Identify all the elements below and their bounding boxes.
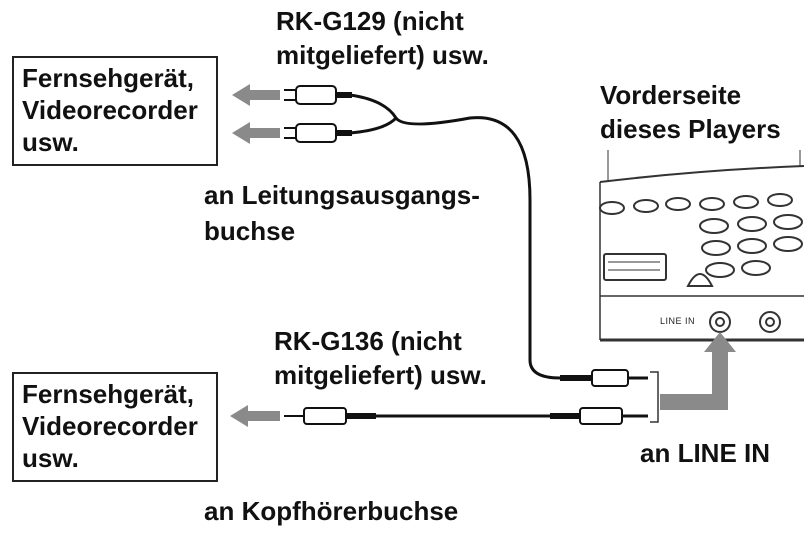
front-label-1: Vorderseite xyxy=(600,80,742,110)
line-output-label-2: buchse xyxy=(204,216,296,246)
cable-rk-g129 xyxy=(284,85,648,387)
device-box-bottom: Fernsehgerät, Videorecorder usw. xyxy=(12,372,218,482)
front-label-2: dieses Players xyxy=(600,114,781,144)
device-box-line: Fernsehgerät, xyxy=(22,379,194,409)
cable-top-label-1: RK-G129 (nicht xyxy=(276,6,464,36)
output-arrows xyxy=(230,84,280,427)
device-box-line: Videorecorder xyxy=(22,95,198,125)
device-box-line: usw. xyxy=(22,127,79,157)
line-output-label-1: an Leitungsausgangs- xyxy=(204,180,480,210)
device-box-line: usw. xyxy=(22,443,79,473)
player-front-panel xyxy=(599,150,804,342)
device-box-top: Fernsehgerät, Videorecorder usw. xyxy=(12,56,218,166)
arrow-left-icon xyxy=(232,84,280,106)
line-in-arrow xyxy=(660,332,736,410)
cable-bottom-label-1: RK-G136 (nicht xyxy=(274,326,462,356)
device-box-line: Videorecorder xyxy=(22,411,198,441)
line-in-bracket xyxy=(650,371,659,423)
panel-jack-label: LINE IN xyxy=(660,316,696,326)
arrow-left-icon xyxy=(230,405,280,427)
cable-rk-g136 xyxy=(284,407,648,425)
cable-bottom-label-2: mitgeliefert) usw. xyxy=(274,360,487,390)
arrow-left-icon xyxy=(232,122,280,144)
device-box-line: Fernsehgerät, xyxy=(22,63,194,93)
line-in-label: an LINE IN xyxy=(640,438,771,468)
headphone-label: an Kopfhörerbuchse xyxy=(204,496,459,526)
cable-top-label-2: mitgeliefert) usw. xyxy=(276,40,489,70)
